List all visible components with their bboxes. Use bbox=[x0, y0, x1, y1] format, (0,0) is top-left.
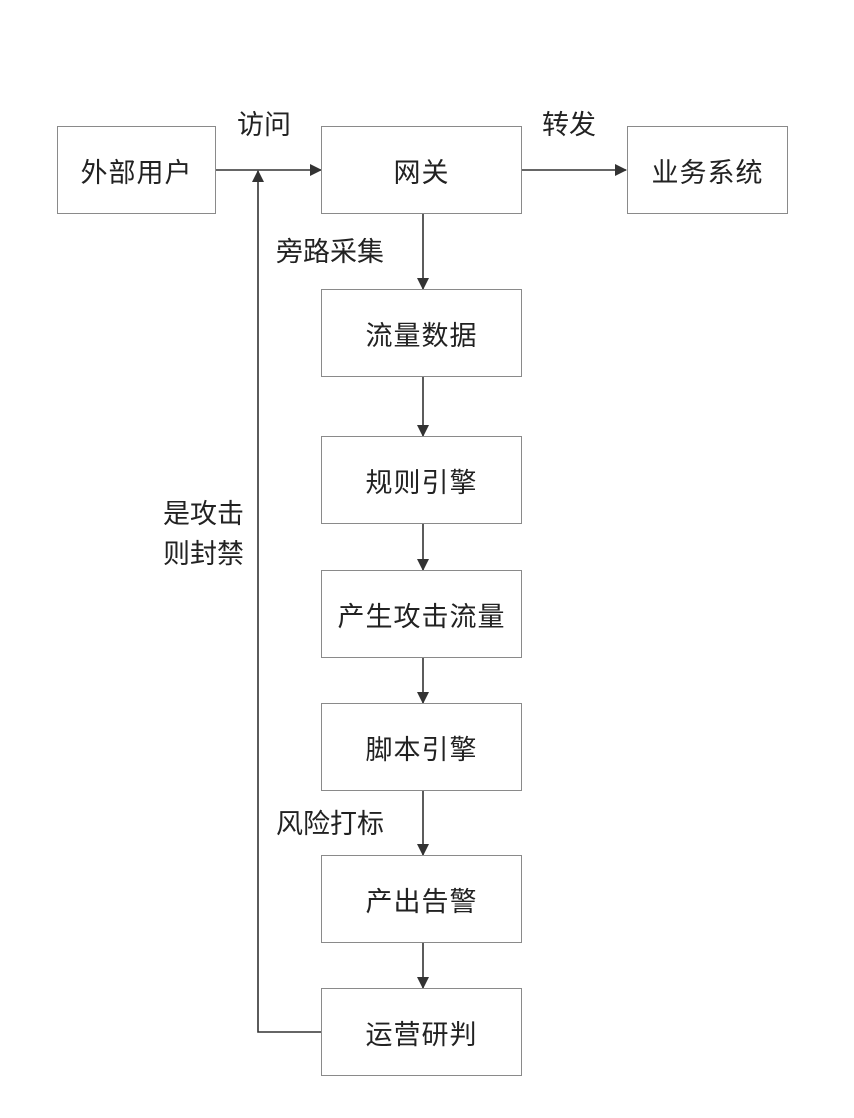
node-business-system: 业务系统 bbox=[627, 126, 788, 214]
label-risk-tag: 风险打标 bbox=[276, 809, 384, 840]
node-traffic-data: 流量数据 bbox=[321, 289, 522, 377]
node-script-engine: 脚本引擎 bbox=[321, 703, 522, 791]
node-attack-traffic: 产生攻击流量 bbox=[321, 570, 522, 658]
edge-review-to-user-line bbox=[252, 170, 321, 1033]
label-block-line-1: 是攻击 bbox=[163, 499, 244, 530]
node-ops-review: 运营研判 bbox=[321, 988, 522, 1076]
node-alert: 产出告警 bbox=[321, 855, 522, 943]
label-access: 访问 bbox=[237, 110, 291, 141]
label-bypass-collect: 旁路采集 bbox=[276, 237, 384, 268]
node-external-user: 外部用户 bbox=[57, 126, 216, 214]
label-forward: 转发 bbox=[542, 110, 596, 141]
label-block-if-attack: 是攻击 则封禁 bbox=[163, 495, 244, 575]
node-rule-engine: 规则引擎 bbox=[321, 436, 522, 524]
label-block-line-2: 则封禁 bbox=[163, 539, 244, 570]
node-gateway: 网关 bbox=[321, 126, 522, 214]
